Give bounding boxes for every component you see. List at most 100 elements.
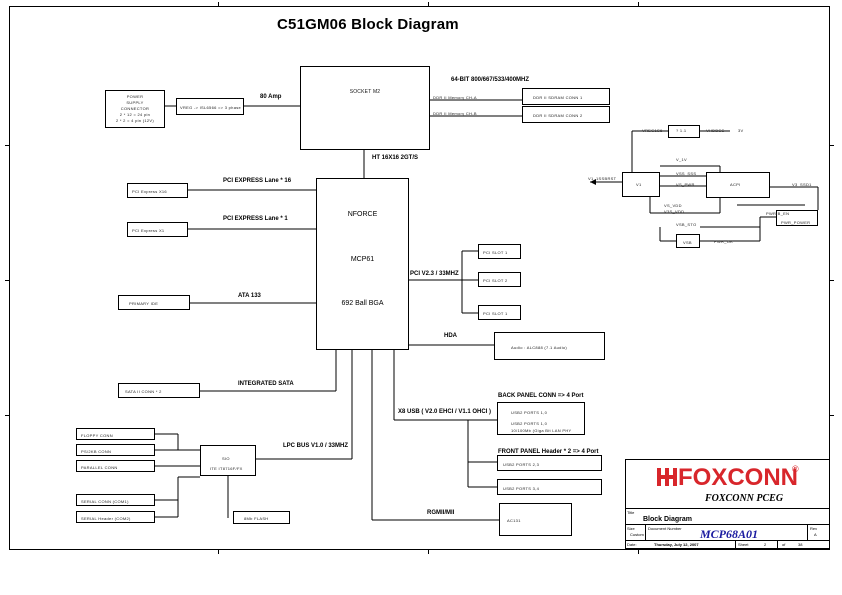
- serial-com1-label: SERIAL CONN (COM1): [81, 499, 129, 504]
- frame-tick: [218, 2, 219, 6]
- pci-slot-box: PCI SLOT 1: [478, 305, 521, 320]
- power-seq-box: [676, 234, 700, 248]
- dimm-1-label: DDR II SDRAM CONN 1: [533, 95, 583, 100]
- cpu-socket-label: SOCKET M2: [349, 89, 381, 95]
- cpu-bus-label: 64-BIT 800/667/533/400MHZ: [451, 77, 530, 83]
- usb-front-port-label: USB2 PORTS 2,3: [503, 462, 540, 467]
- power-seq-label: VHDDSS: [706, 128, 725, 133]
- size-value: Custom: [630, 532, 644, 537]
- ht-link-label: HT 16X16 2GT/S: [372, 155, 419, 161]
- usb-back-label: BACK PANEL CONN => 4 Port: [498, 393, 584, 399]
- usb-back-line: USB2 PORTS 1,0: [511, 410, 548, 415]
- power-supply-line: 2 * 12 = 24 pin: [119, 112, 151, 117]
- power-seq-label: 3V: [738, 128, 744, 133]
- usb-bus-label: X8 USB ( V2.0 EHCI / V1.1 OHCI ): [398, 409, 492, 415]
- power-seq-label: V1_1SSBRST: [588, 176, 617, 181]
- division-name: FOXCONN PCEG: [705, 493, 784, 504]
- hda-label: HDA: [444, 333, 457, 339]
- power-seq-label: V3_SSD1: [792, 182, 812, 187]
- power-supply-line: CONNECTOR: [120, 106, 150, 111]
- sata-device-label: SATA II CONN * 2: [125, 389, 162, 394]
- amp-label: 80 Amp: [260, 94, 282, 100]
- sata-box: SATA II CONN * 2: [118, 383, 200, 398]
- foxconn-logo-mark: [657, 468, 677, 486]
- power-supply-box: POWER SUPPLY CONNECTOR 2 * 12 = 24 pin 2…: [105, 90, 165, 128]
- drawing-frame: [9, 6, 830, 550]
- sheet-value: 2: [764, 542, 767, 547]
- date-caption: Date:: [627, 542, 637, 547]
- ps2-box: PS/2KB CONN: [76, 444, 155, 456]
- foxconn-logo-text: FOXCONN: [678, 464, 798, 491]
- flash-rom-box: 8Mb FLASH: [233, 511, 290, 524]
- pcie-x16-label: PCI EXPRESS Lane * 16: [223, 178, 292, 184]
- date-value: Thursday, July 12, 2007: [654, 542, 699, 547]
- pcie-x1-slot-label: PCI Express X1: [132, 228, 165, 233]
- chipset-line: 692 Ball BGA: [341, 300, 384, 307]
- power-supply-line: SUPPLY: [126, 100, 144, 105]
- pcie-x1-label: PCI EXPRESS Lane * 1: [223, 216, 288, 222]
- document-number-value: MCP68A01: [700, 527, 759, 541]
- power-seq-box: [776, 210, 818, 226]
- pcie-x1-slot-box: PCI Express X1: [127, 222, 188, 237]
- rev-caption: Rev: [810, 526, 818, 531]
- usb-back-line: USB2 PORTS 1,0: [511, 421, 548, 426]
- power-seq-label: V1: [636, 182, 642, 187]
- power-seq-label: V_1V: [676, 157, 687, 162]
- frame-tick: [830, 415, 834, 416]
- ata-label: ATA 133: [238, 293, 261, 299]
- usb-front-label: FRONT PANEL Header * 2 => 4 Port: [498, 449, 599, 455]
- frame-tick: [5, 415, 9, 416]
- vreg-label: VREG -> ISL6566 => 3 phase: [180, 105, 242, 110]
- dimm-2-label: DDR II SDRAM CONN 2: [533, 113, 583, 118]
- power-seq-box: [706, 172, 770, 198]
- power-supply-line: POWER: [126, 94, 144, 99]
- rgmii-label: RGMII/MII: [427, 510, 455, 516]
- cpu-socket-box: SOCKET M2: [300, 66, 430, 150]
- dimm-2-box: DDR II SDRAM CONN 2: [522, 106, 610, 123]
- ide-box: PRIMARY IDE: [118, 295, 190, 310]
- serial-com2-box: SERIAL Header (COM2): [76, 511, 155, 523]
- frame-tick: [638, 2, 639, 6]
- floppy-box: FLOPPY CONN: [76, 428, 155, 440]
- power-seq-box: [622, 172, 660, 197]
- lpc-bus-label: LPC BUS V1.0 / 33MHZ: [283, 443, 349, 449]
- usb-front-port-label: USB2 PORTS 3,4: [503, 486, 540, 491]
- document-number-caption: Document Number: [648, 526, 682, 531]
- pci-slot-label: PCI SLOT 1: [483, 250, 508, 255]
- pci-slot-label: PCI SLOT 2: [483, 278, 508, 283]
- power-seq-label: VSB_STO: [676, 222, 697, 227]
- pcie-x16-slot-box: PCI Express X16: [127, 183, 188, 198]
- frame-tick: [428, 550, 429, 554]
- ide-label: PRIMARY IDE: [129, 301, 159, 306]
- parallel-label: PARALLEL CONN: [81, 465, 118, 470]
- power-seq-label: V3S_VDD: [664, 209, 685, 214]
- diagram-title: C51GM06 Block Diagram: [277, 16, 459, 33]
- ps2-label: PS/2KB CONN: [81, 449, 112, 454]
- sio-line: SIO: [222, 456, 230, 461]
- power-seq-label: VREG1S6: [642, 128, 663, 133]
- title-value: Block Diagram: [643, 516, 693, 523]
- pci-slot-box: PCI SLOT 2: [478, 272, 521, 287]
- power-seq-label: VSS_SSS: [676, 171, 697, 176]
- mem-channel-b: DDR II Memory CH-B: [433, 111, 477, 116]
- sata-label: INTEGRATED SATA: [238, 381, 294, 387]
- power-seq-label: PWRIB_EN: [766, 211, 790, 216]
- frame-tick: [428, 2, 429, 6]
- audio-codec-label: Audio : ALC888 (7.1 Audio): [511, 345, 568, 350]
- dimm-1-box: DDR II SDRAM CONN 1: [522, 88, 610, 105]
- power-seq-label: VS_VDD: [664, 203, 682, 208]
- of-caption: of: [782, 542, 786, 547]
- serial-com2-label: SERIAL Header (COM2): [81, 516, 131, 521]
- flash-rom-label: 8Mb FLASH: [244, 516, 269, 521]
- chipset-box: NFORCE MCP61 692 Ball BGA: [316, 178, 409, 350]
- power-seq-label: VSB: [683, 240, 692, 245]
- sio-box: SIO ITE IT8716F/FX: [200, 445, 256, 476]
- sio-line: ITE IT8716F/FX: [210, 466, 243, 471]
- mem-channel-a: DDR II Memory CH-A: [433, 95, 477, 100]
- lan-phy-label: AC131: [507, 518, 521, 523]
- frame-tick: [5, 145, 9, 146]
- power-seq-label: ACPI: [730, 182, 741, 187]
- audio-codec-box: Audio : ALC888 (7.1 Audio): [494, 332, 605, 360]
- usb-front-port-box: USB2 PORTS 3,4: [497, 479, 602, 495]
